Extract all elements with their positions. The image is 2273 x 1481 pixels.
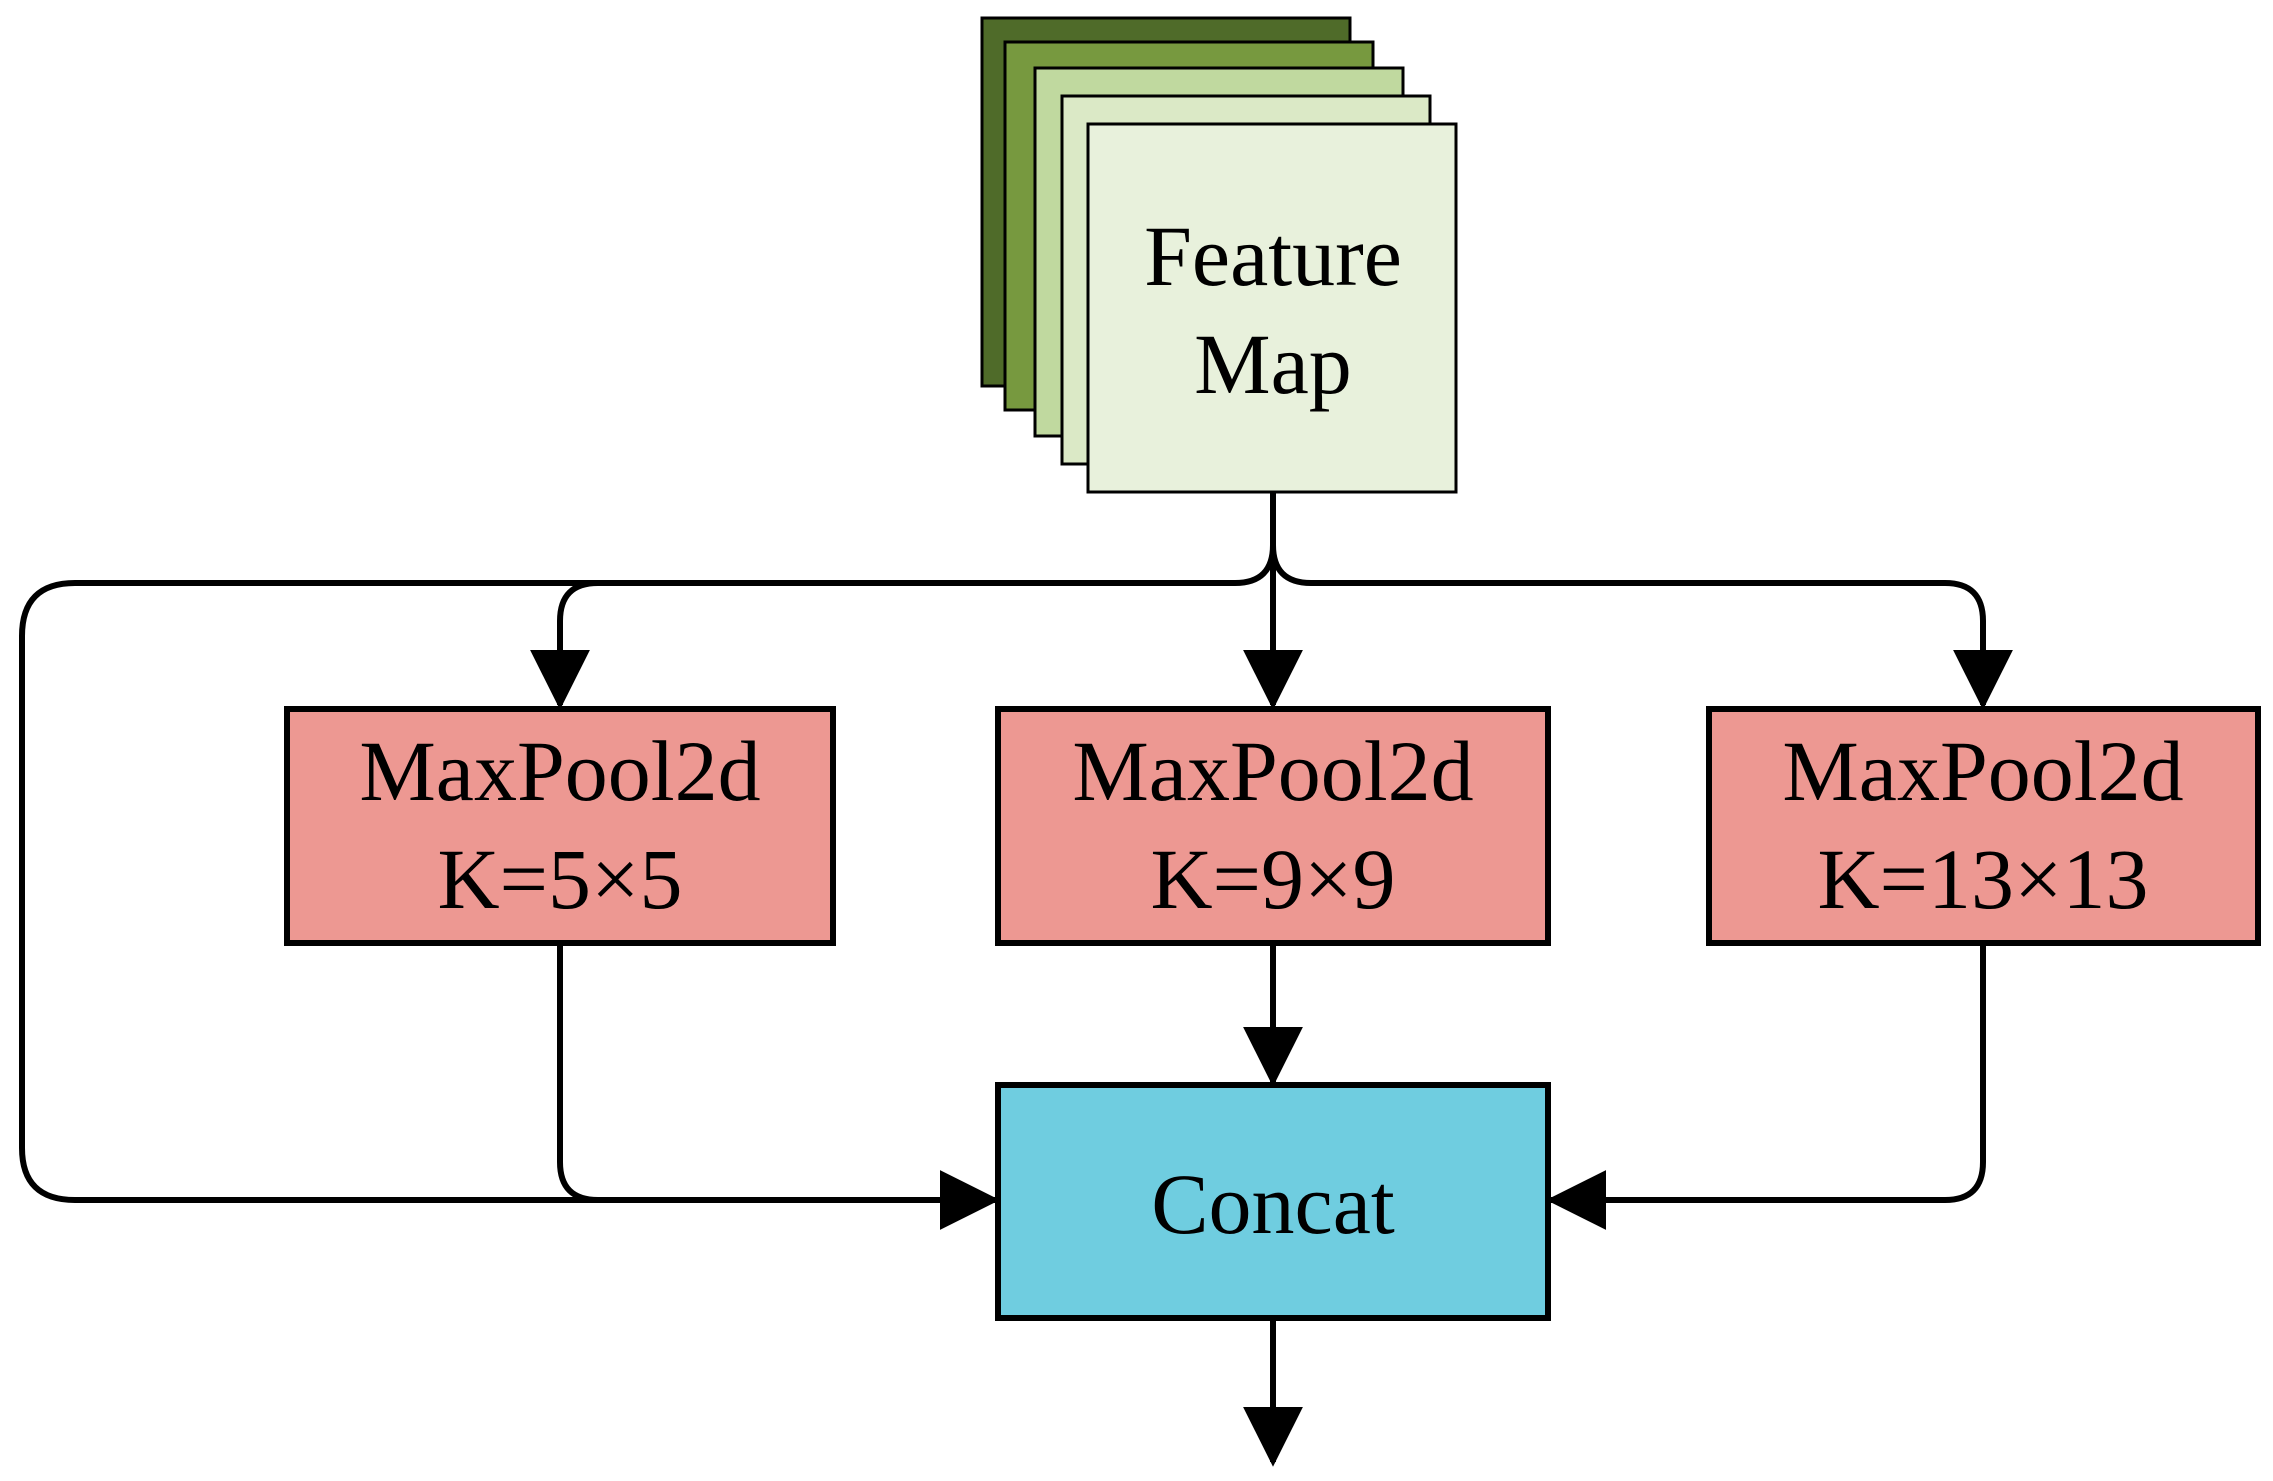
maxpool-13-kernel: K=13×13 <box>1817 831 2148 927</box>
maxpool-9-node: MaxPool2d K=9×9 <box>995 706 1551 946</box>
maxpool-13-label: MaxPool2d <box>1782 723 2183 819</box>
skip-connection-line <box>19 580 1000 1230</box>
maxpool-5-kernel: K=5×5 <box>437 831 682 927</box>
concat-box <box>995 1082 1551 1321</box>
feature-map-layer-5 <box>1086 122 1458 494</box>
arrow-pool-13-to-concat <box>1546 945 1986 1230</box>
maxpool-9-box <box>995 706 1551 946</box>
connectors <box>19 492 2013 1467</box>
arrow-pool-5-to-concat <box>557 945 599 1203</box>
concat-label: Concat <box>1151 1156 1395 1252</box>
arrow-to-pool-13 <box>1270 544 2013 710</box>
maxpool-9-kernel: K=9×9 <box>1150 831 1395 927</box>
maxpool-13-node: MaxPool2d K=13×13 <box>1706 706 2261 946</box>
concat-node: Concat <box>995 1082 1551 1321</box>
maxpool-9-label: MaxPool2d <box>1072 723 1473 819</box>
maxpool-5-label: MaxPool2d <box>359 723 760 819</box>
arrow-to-pool-5 <box>530 544 1276 710</box>
maxpool-5-box <box>284 706 836 946</box>
feature-map-label-line2: Map <box>1194 316 1352 412</box>
feature-map-label-line1: Feature <box>1144 208 1402 304</box>
maxpool-5-node: MaxPool2d K=5×5 <box>284 706 836 946</box>
feature-map-stack: Feature Map <box>980 16 1458 494</box>
maxpool-13-box <box>1706 706 2261 946</box>
